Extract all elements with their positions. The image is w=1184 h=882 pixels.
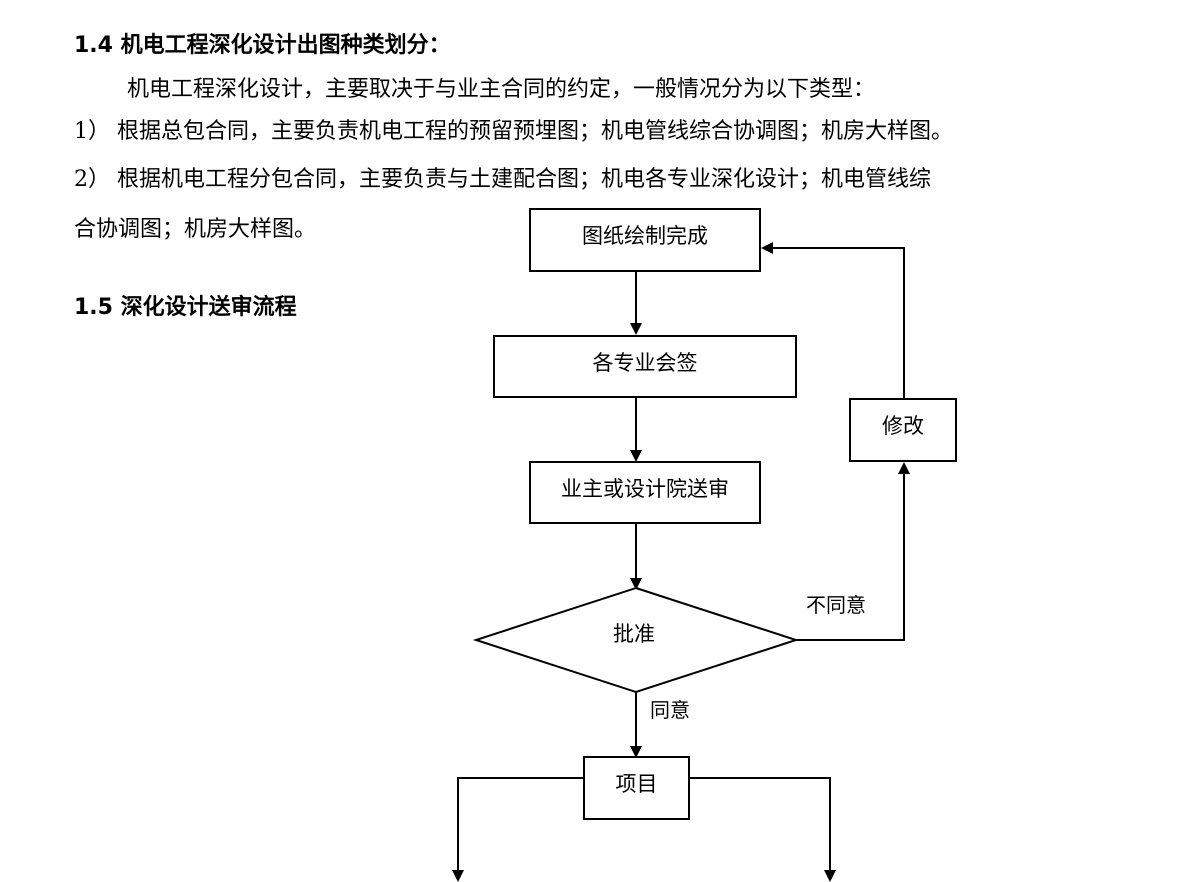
- flow-step-drawing-complete-label: 图纸绘制完成: [582, 224, 708, 248]
- flow-step-project-label: 项目: [615, 772, 658, 796]
- flow-step-submit-review-label: 业主或设计院送审: [561, 477, 729, 501]
- arrow-revise-to-drawing: [761, 242, 905, 398]
- section-1-5-heading: 1.5 深化设计送审流程: [74, 295, 297, 320]
- flow-step-submit-review: 业主或设计院送审: [529, 461, 761, 524]
- flow-step-countersign: 各专业会签: [493, 335, 797, 398]
- arrow-project-left-branch: [452, 777, 583, 882]
- list-item-2-line-1: 2） 根据机电工程分包合同，主要负责与土建配合图；机电各专业深化设计；机电管线综: [74, 167, 931, 192]
- flow-step-drawing-complete: 图纸绘制完成: [529, 208, 761, 272]
- arrow-project-right-branch: [690, 777, 836, 882]
- edge-label-disagree: 不同意: [806, 593, 866, 617]
- list-item-2-line-2: 合协调图；机房大样图。: [74, 217, 317, 242]
- list-item-1: 1） 根据总包合同，主要负责机电工程的预留预埋图；机电管线综合协调图；机房大样图…: [74, 119, 953, 144]
- section-1-4-heading: 1.4 机电工程深化设计出图种类划分：: [74, 33, 451, 58]
- section-1-4-intro: 机电工程深化设计，主要取决于与业主合同的约定，一般情况分为以下类型：: [127, 77, 876, 102]
- flow-step-project: 项目: [583, 756, 690, 820]
- flow-step-revise: 修改: [849, 398, 957, 462]
- edge-label-agree: 同意: [650, 698, 690, 722]
- flow-step-countersign-label: 各专业会签: [592, 351, 698, 375]
- decision-approve-label: 批准: [613, 622, 655, 646]
- arrow-disagree-to-revise: [796, 462, 910, 641]
- flow-step-revise-label: 修改: [882, 414, 924, 438]
